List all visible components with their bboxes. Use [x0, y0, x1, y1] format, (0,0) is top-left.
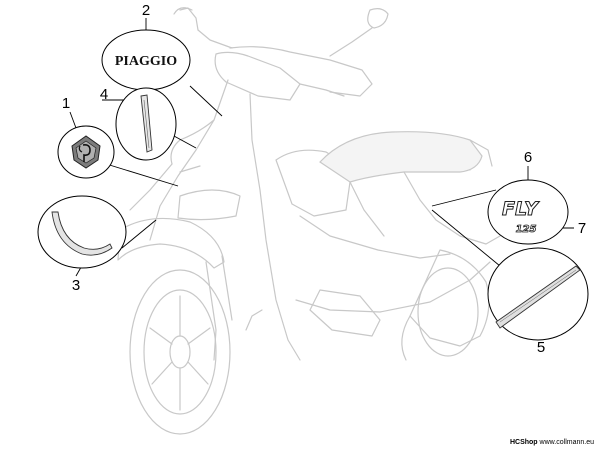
- leader-line-6: [431, 189, 497, 207]
- part-number-5: 5: [537, 339, 545, 356]
- callout-part-5: [487, 247, 589, 341]
- part-number-1: 1: [62, 95, 70, 112]
- callout-part-3: [37, 195, 127, 269]
- callout-part-2: PIAGGIO: [101, 29, 191, 91]
- leader-line-5: [431, 209, 501, 267]
- callout-part-1: [57, 125, 115, 179]
- callout-part-6-7: FLY 125: [487, 179, 569, 245]
- scooter-outline: [117, 7, 501, 435]
- callout-part-4: [115, 87, 177, 161]
- leader-line-2: [189, 85, 223, 117]
- source-credit: HCShop www.collmann.eu: [510, 439, 594, 446]
- credit-site: www.collmann.eu: [539, 439, 594, 446]
- part-number-6: 6: [524, 149, 532, 166]
- leader-line-1: [102, 162, 179, 187]
- part-number-4: 4: [100, 86, 108, 103]
- part-number-2: 2: [142, 2, 150, 19]
- curved-strip-decal-icon: [51, 211, 113, 256]
- part-number-7: 7: [578, 220, 586, 237]
- fly-logo-text: FLY: [502, 198, 540, 220]
- part-number-3: 3: [72, 277, 80, 294]
- part-numbers: 2 1 4 3 6 7 5: [62, 2, 586, 356]
- leader-line-3: [121, 219, 157, 249]
- piaggio-shield-emblem-icon: [71, 135, 101, 169]
- leader-line-1b: [69, 111, 77, 129]
- credit-brand: HCShop: [509, 439, 538, 446]
- leader-line-4: [173, 135, 197, 149]
- piaggio-logo-text: PIAGGIO: [115, 54, 177, 69]
- displacement-125-text: 125: [516, 224, 537, 235]
